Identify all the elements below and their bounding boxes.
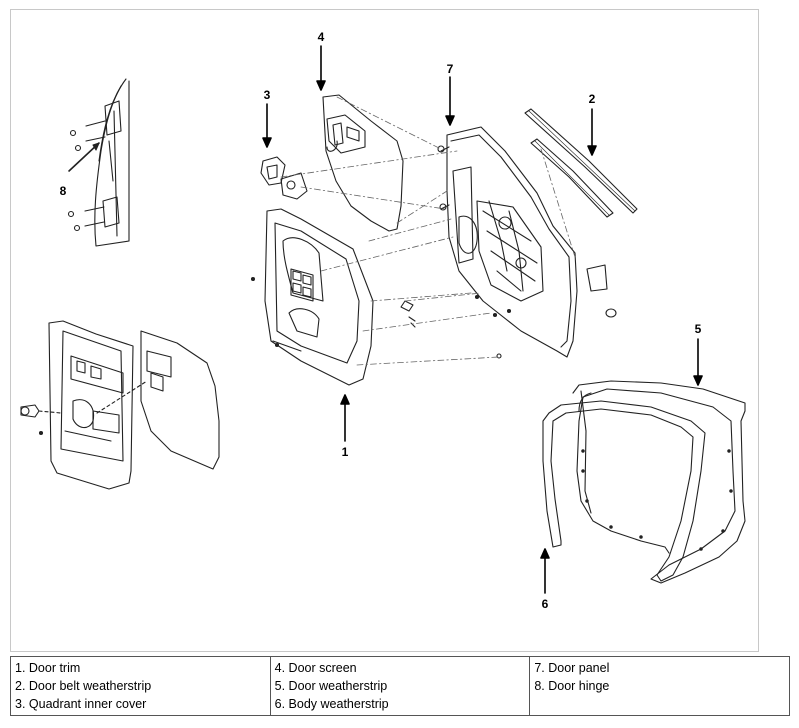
door-belt-weatherstrip xyxy=(524,108,638,218)
callout-2: 2 xyxy=(589,92,596,106)
callout-4: 4 xyxy=(318,30,325,44)
door-screen xyxy=(322,94,404,232)
weatherstrip-loops xyxy=(542,380,746,584)
diagram-drawing: 4 3 7 2 8 1 5 6 xyxy=(20,30,746,611)
door-panel xyxy=(400,126,617,359)
quadrant-inner-cover xyxy=(260,156,308,200)
callout-5: 5 xyxy=(695,322,702,336)
parts-legend-table: 1. Door trim 2. Door belt weatherstrip 3… xyxy=(10,656,790,716)
legend-column-1: 1. Door trim 2. Door belt weatherstrip 3… xyxy=(10,656,271,716)
legend-row: 1. Door trim 2. Door belt weatherstrip 3… xyxy=(10,656,790,716)
legend-item: 6. Body weatherstrip xyxy=(274,697,389,711)
legend-item: 3. Quadrant inner cover xyxy=(15,697,147,711)
door-trim-and-screen-detail xyxy=(20,320,220,490)
alignment-lines xyxy=(280,96,576,366)
legend-column-2: 4. Door screen 5. Door weatherstrip 6. B… xyxy=(269,656,531,716)
legend-item: 1. Door trim xyxy=(15,661,81,675)
callout-arrows xyxy=(262,45,703,594)
callout-labels: 4 3 7 2 8 1 5 6 xyxy=(60,30,702,611)
legend-column-3: 7. Door panel 8. Door hinge xyxy=(529,656,790,716)
callout-7: 7 xyxy=(447,62,454,76)
legend-item: 7. Door panel xyxy=(534,661,610,675)
callout-3: 3 xyxy=(264,88,271,102)
callout-8: 8 xyxy=(60,184,67,198)
door-hinge-detail xyxy=(67,78,130,247)
legend-item: 5. Door weatherstrip xyxy=(274,679,388,693)
exploded-door-diagram: 4 3 7 2 8 1 5 6 xyxy=(10,9,759,652)
door-trim xyxy=(250,208,374,386)
legend-item: 2. Door belt weatherstrip xyxy=(15,679,152,693)
legend-item: 8. Door hinge xyxy=(534,679,610,693)
legend-item: 4. Door screen xyxy=(274,661,357,675)
callout-1: 1 xyxy=(342,445,349,459)
callout-6: 6 xyxy=(542,597,549,611)
